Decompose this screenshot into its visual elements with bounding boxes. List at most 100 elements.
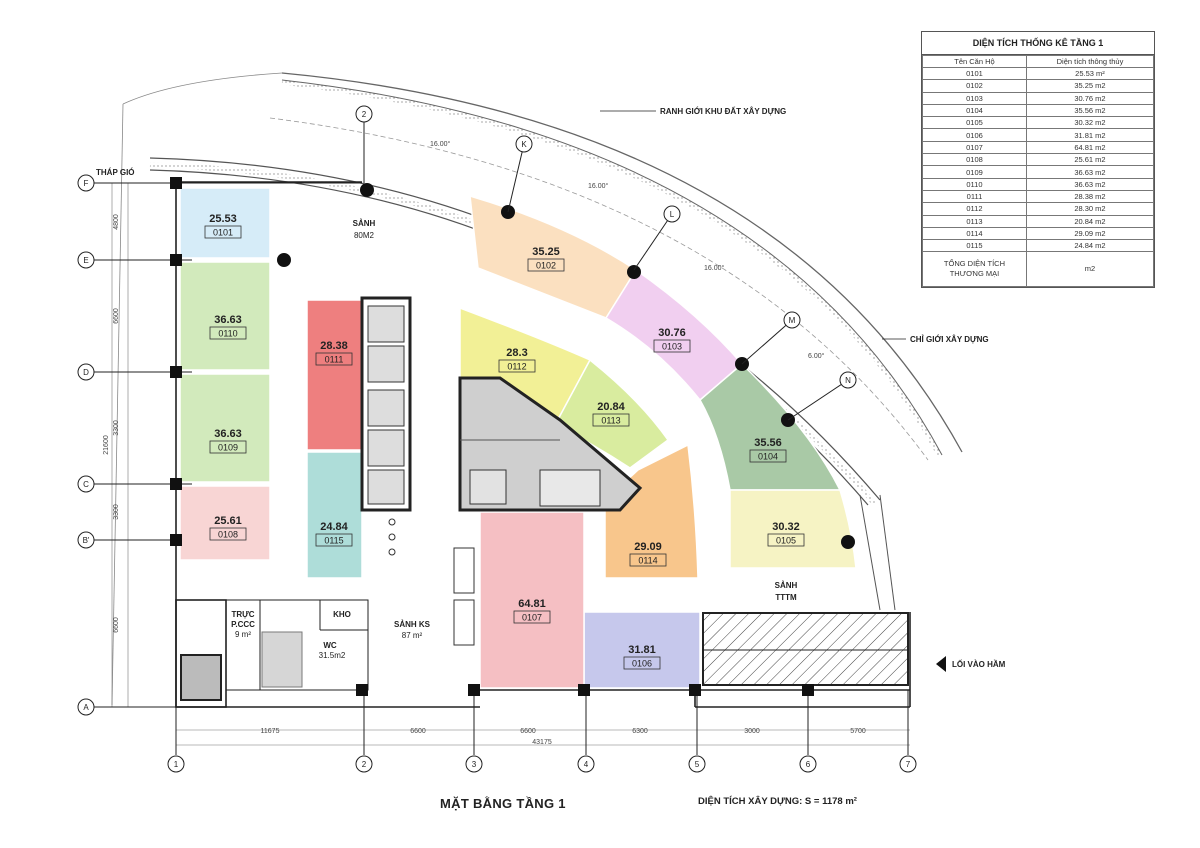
- unit-code-label: 0105: [776, 536, 796, 546]
- axis-bubble: [77, 174, 95, 192]
- row-unit-code: 0114: [922, 226, 1027, 241]
- unit-code-label: 0113: [601, 416, 620, 426]
- axis-bubble: [577, 755, 595, 773]
- unit-shape[interactable]: [306, 451, 363, 579]
- axis-bubble: [783, 311, 801, 329]
- axis-bubble: [839, 371, 857, 389]
- unit-code-box: [209, 440, 247, 454]
- column-square: [356, 684, 368, 696]
- axis-bubble: [77, 531, 95, 549]
- unit-shape[interactable]: [306, 299, 363, 451]
- dim-left-1: 4800: [113, 214, 120, 230]
- ranh-gioi-label: RANH GIỚI KHU ĐẤT XÂY DỰNG: [660, 106, 786, 116]
- unit-area-label: 30.32: [772, 521, 800, 533]
- service-rooms: [175, 599, 369, 708]
- row-unit-code: 0109: [922, 165, 1027, 179]
- wc-label: WC: [323, 641, 337, 650]
- column: [360, 183, 374, 197]
- unit-shape[interactable]: [179, 187, 271, 259]
- sanh-ks-area: 87 m²: [402, 631, 423, 640]
- unit-shape[interactable]: [179, 373, 271, 483]
- column-square: [170, 366, 182, 378]
- axis-label: 6: [806, 760, 811, 769]
- curve-axis-line: [741, 319, 793, 365]
- unit-area-label: 35.56: [754, 437, 782, 449]
- column-square: [468, 684, 480, 696]
- unit-code-label: 0112: [507, 362, 526, 372]
- row-unit-area: 28.30 m2: [1025, 202, 1155, 216]
- axis-bubble: [77, 698, 95, 716]
- table-title: DIỆN TÍCH THỐNG KÊ TẦNG 1: [922, 32, 1154, 55]
- column-square: [689, 684, 701, 696]
- dim-bottom-2: 6600: [410, 728, 426, 735]
- axis-bubble: [688, 755, 706, 773]
- dim-bottom-3: 6600: [520, 728, 536, 735]
- unit-code-label: 0106: [632, 659, 652, 669]
- axis-label: N: [845, 376, 851, 385]
- total-label-line2: THƯƠNG MẠI: [949, 269, 1000, 279]
- unit-shape[interactable]: [729, 489, 857, 569]
- column-square: [578, 684, 590, 696]
- unit-code-box: [315, 533, 353, 547]
- axis-bubble: [77, 475, 95, 493]
- unit-code-label: 0108: [218, 530, 238, 540]
- dim-bottom-4: 6300: [632, 728, 648, 735]
- loi-vao-ham-label: LỐI VÀO HẦM: [952, 659, 1006, 669]
- unit-code-box: [209, 527, 247, 541]
- axis-bubble: [799, 755, 817, 773]
- core-elevators: [360, 296, 643, 512]
- unit-shape[interactable]: [699, 362, 842, 491]
- row-unit-code: 0105: [922, 116, 1027, 130]
- columns: [170, 177, 855, 696]
- row-unit-area: 31.81 m2: [1025, 128, 1155, 142]
- curve-axis-line: [507, 143, 525, 213]
- row-unit-code: 0101: [922, 66, 1027, 81]
- unit-shape[interactable]: [179, 261, 271, 371]
- unit-code-box: [592, 413, 630, 427]
- axis-label: 5: [695, 760, 700, 769]
- curve-dim-1: 16.00°: [430, 140, 451, 148]
- axis-label: F: [84, 179, 89, 188]
- column-square: [170, 478, 182, 490]
- column-square: [170, 177, 182, 189]
- axis-bubble: [355, 105, 373, 123]
- curve-dim-3: 16.00°: [704, 264, 725, 272]
- row-unit-code: 0104: [922, 103, 1027, 118]
- unit-0105[interactable]: 30.32 0105: [729, 489, 857, 569]
- dim-left-5: 6600: [113, 617, 120, 633]
- unit-code-label: 0109: [218, 443, 238, 453]
- row-unit-code: 0106: [922, 128, 1027, 142]
- unit-code-box: [527, 258, 565, 272]
- axis-label: E: [83, 256, 88, 265]
- dim-left-3: 3300: [113, 420, 120, 436]
- unit-shape[interactable]: [604, 443, 699, 579]
- axis-bubble: [167, 755, 185, 773]
- unit-code-box: [315, 352, 353, 366]
- sanh-tttm-label-2: TTTM: [775, 593, 797, 602]
- col-header-area: Diện tích thông thủy: [1025, 55, 1155, 68]
- row-unit-area: 35.25 m2: [1025, 79, 1155, 93]
- unit-area-label: 28.38: [320, 340, 348, 352]
